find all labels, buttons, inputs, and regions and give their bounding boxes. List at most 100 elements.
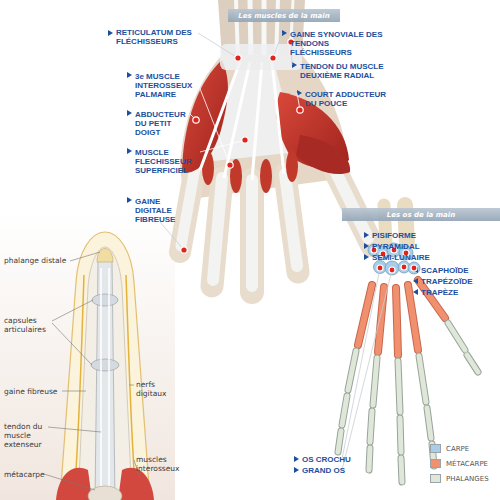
leader-line: [129, 385, 134, 386]
finger: [180, 168, 195, 252]
muscle-label: GAINE DIGITALE FIBREUSE: [135, 197, 190, 224]
callout-marker: [127, 197, 132, 203]
callout-dot: [401, 264, 407, 270]
callout-dot: [377, 265, 383, 271]
metacarpal-outline: [396, 288, 398, 355]
metacarpal-bone: [408, 285, 418, 350]
phalanx-bone: [398, 361, 402, 482]
muscle-label: MUSCLE FLECHISSEUR SUPERFICIEL: [135, 148, 201, 175]
metacarpal-bone: [358, 285, 372, 345]
leader-line: [342, 270, 392, 470]
legend-swatch: [430, 459, 441, 468]
phalanx-bone: [95, 253, 115, 500]
finger-label: gaine fibreuse: [4, 387, 79, 396]
callout-dot: [411, 265, 417, 271]
callout-dot: [389, 267, 395, 273]
legend: CARPE MÉTACARPE PHALANGES: [430, 441, 489, 486]
callout-marker: [292, 62, 297, 68]
legend-text: CARPE: [446, 445, 469, 453]
callout-dot: [193, 117, 199, 123]
callout-marker: [364, 243, 369, 249]
callout-dot: [227, 162, 233, 168]
extensor-tendon: [100, 268, 102, 500]
callout-dot: [297, 107, 303, 113]
digital-nerve: [126, 275, 136, 500]
bone-label: GRAND OS: [302, 466, 372, 475]
joint-capsule: [92, 294, 118, 306]
legend-swatch: [430, 444, 441, 453]
panel-header-band: Les os de la main: [342, 208, 500, 221]
metacarpal-bone: [396, 288, 398, 355]
joint-capsule: [91, 359, 119, 371]
callout-marker: [127, 110, 132, 116]
legend-text: MÉTACARPE: [446, 460, 488, 468]
bone-label: TRAPÈZE: [421, 288, 496, 297]
callout-dot: [242, 137, 248, 143]
phalanx-bone: [369, 358, 377, 470]
callout-dot: [235, 55, 241, 61]
metacarpal-outline: [408, 285, 418, 350]
callout-marker: [127, 72, 132, 78]
leader-line: [52, 323, 92, 365]
bone-label: SCAPHOÏDE: [421, 266, 496, 275]
finger-label: métacarpe: [4, 470, 64, 479]
fibrous-sheath: [78, 247, 132, 500]
muscle-label: 3e MUSCLE INTEROSSEUX PALMAIRE: [135, 72, 197, 99]
digital-sheath: [181, 168, 195, 246]
callout-marker: [413, 278, 418, 284]
leader-line: [48, 427, 101, 432]
leader-line: [160, 222, 184, 250]
finger: [285, 174, 298, 272]
leader-line: [62, 391, 86, 392]
leader-line: [52, 300, 93, 321]
metacarpal-head: [88, 486, 122, 500]
metacarpal-outline: [358, 285, 372, 345]
bone-label: OS CROCHU: [302, 455, 372, 464]
digital-sheath: [246, 180, 258, 286]
finger-label: capsules articulaires: [4, 316, 56, 334]
callout-marker: [294, 467, 299, 473]
bone-label: PYRAMIDAL: [372, 242, 442, 251]
legend-row: MÉTACARPE: [430, 456, 489, 471]
finger-label: nerfs digitaux: [136, 380, 184, 398]
bone-label: PISIFORME: [372, 231, 442, 240]
lumbrical-muscle: [260, 159, 272, 193]
legend-swatch: [430, 474, 441, 483]
muscle-label: COURT ADDUCTEUR DU POUCE: [305, 90, 389, 108]
leader-line: [200, 140, 245, 152]
digital-sheath: [285, 174, 297, 266]
phalanx-outline: [398, 361, 402, 482]
carpal-bone: [408, 262, 420, 274]
flexor-retinaculum: [220, 44, 302, 70]
callout-marker: [364, 254, 369, 260]
callout-marker: [413, 289, 418, 295]
phalanx-outline: [369, 358, 377, 470]
callout-marker: [364, 232, 369, 238]
legend-row: PHALANGES: [430, 471, 489, 486]
distal-phalanx: [97, 249, 113, 263]
extensor-tendon: [108, 268, 110, 500]
panel-header-band: Les muscles de la main: [228, 9, 340, 22]
muscle-label: ABDUCTEUR DU PETIT DOIGT: [135, 110, 193, 137]
legend-text: PHALANGES: [446, 475, 489, 483]
finger-label: tendon du muscle extenseur: [4, 422, 52, 449]
leader-line: [342, 268, 380, 459]
bone-label: TRAPÉZOÏDE: [421, 277, 496, 286]
leader-line: [198, 33, 238, 58]
finger: [240, 180, 264, 292]
callout-marker: [127, 148, 132, 154]
legend-row: CARPE: [430, 441, 489, 456]
carpal-bone: [374, 261, 387, 274]
panel-title: Les os de la main: [387, 211, 455, 219]
callout-marker: [282, 30, 287, 36]
muscle-label: RETICULATUM DES FLÉCHISSEURS: [116, 28, 200, 46]
carpal-bone: [385, 261, 399, 275]
panel-title: Les muscles de la main: [238, 12, 329, 20]
leader-line: [70, 252, 100, 261]
metacarpal-bone: [378, 287, 384, 352]
finger: [212, 178, 222, 286]
interosseous-muscle: [56, 468, 92, 500]
